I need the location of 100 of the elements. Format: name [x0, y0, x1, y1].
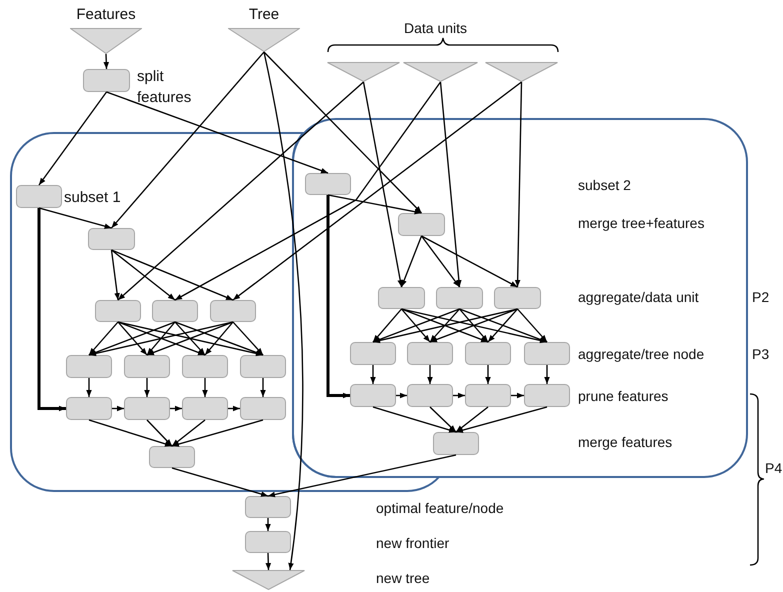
- annotation-label: subset 2: [578, 177, 631, 194]
- process-box: [83, 69, 130, 92]
- arrow: [174, 82, 442, 301]
- arrow: [265, 518, 271, 531]
- arrow: [485, 365, 491, 384]
- process-box: [465, 342, 511, 365]
- arrow: [103, 54, 110, 70]
- arrow: [170, 406, 182, 412]
- arrow: [372, 406, 456, 433]
- arrow: [488, 308, 518, 342]
- arrow: [146, 321, 234, 356]
- arrow: [459, 308, 488, 342]
- arrow: [420, 236, 460, 288]
- annotation-label: prune features: [578, 388, 668, 405]
- arrow: [396, 392, 407, 398]
- arrow: [260, 378, 266, 397]
- arrow: [430, 308, 460, 342]
- arrow: [172, 419, 264, 447]
- process-box: [124, 397, 170, 420]
- arrow: [421, 235, 518, 288]
- arrow: [362, 82, 403, 288]
- process-box: [245, 496, 291, 518]
- arrow: [172, 467, 268, 497]
- process-box: [433, 432, 479, 455]
- annotation-label: new frontier: [376, 535, 450, 552]
- arrow: [144, 378, 150, 397]
- arrow: [118, 82, 364, 300]
- annotation-label: aggregate/tree node: [578, 346, 704, 363]
- node-caption: subset 1: [64, 188, 122, 208]
- arrow: [110, 250, 120, 300]
- arrow: [372, 308, 460, 343]
- annotation-label: merge tree+features: [578, 215, 704, 232]
- process-box: [465, 384, 511, 407]
- process-box: [524, 342, 570, 365]
- arrow: [86, 378, 92, 397]
- arrow: [430, 406, 456, 432]
- arrow: [268, 454, 456, 498]
- arrow: [456, 406, 548, 433]
- arrow: [544, 365, 550, 384]
- arrow: [172, 419, 206, 447]
- process-box: [245, 531, 291, 553]
- arrow: [232, 81, 522, 301]
- arrow: [88, 321, 176, 356]
- annotation-label: optimal feature/node: [376, 500, 504, 517]
- arrow: [263, 52, 304, 570]
- arrow: [202, 378, 208, 397]
- arrow: [453, 392, 465, 398]
- arrow: [118, 322, 148, 356]
- arrow: [174, 322, 206, 356]
- node-heading: Tree: [248, 6, 280, 23]
- arrow: [146, 420, 172, 446]
- arrow: [146, 322, 176, 356]
- arrow: [400, 236, 422, 288]
- annotation-label: merge features: [578, 434, 672, 451]
- arrow: [459, 308, 548, 343]
- arrow: [514, 82, 522, 288]
- arrow: [264, 52, 422, 214]
- arrow: [112, 406, 124, 412]
- arrow: [440, 82, 462, 288]
- arrow: [427, 365, 433, 384]
- annotation-label: P2: [752, 289, 770, 306]
- process-box: [210, 300, 256, 322]
- process-box: [66, 355, 112, 378]
- arrow: [511, 392, 524, 398]
- process-box: [182, 397, 228, 420]
- process-box: [16, 185, 62, 208]
- arrow: [328, 194, 422, 214]
- process-box: [436, 287, 483, 309]
- arrow: [111, 52, 264, 228]
- process-box: [240, 355, 286, 378]
- annotation-label: P3: [752, 346, 770, 363]
- process-box: [407, 384, 453, 407]
- arrow: [401, 308, 488, 343]
- process-box: [182, 355, 228, 378]
- arrow: [266, 552, 272, 570]
- arrow: [326, 195, 350, 398]
- arrow: [174, 321, 264, 356]
- process-box: [407, 342, 453, 365]
- arrow: [204, 322, 234, 356]
- process-box: [524, 384, 570, 407]
- process-box: [152, 300, 198, 322]
- process-box: [149, 446, 195, 468]
- arrow: [430, 308, 518, 343]
- process-box: [88, 228, 135, 250]
- process-box: [124, 355, 170, 378]
- node-heading: Features: [75, 6, 137, 23]
- arrow: [111, 249, 176, 301]
- arrow: [232, 322, 264, 356]
- node-caption: split features: [137, 67, 192, 108]
- process-box: [240, 397, 286, 420]
- arrow: [118, 321, 264, 356]
- annotation-label: Data units: [404, 20, 468, 37]
- arrow: [38, 92, 108, 186]
- group-panel: [292, 118, 748, 478]
- annotation-label: aggregate/data unit: [578, 289, 699, 306]
- arrow: [401, 308, 430, 342]
- arrow: [517, 308, 548, 342]
- arrow: [118, 321, 206, 356]
- arrow: [401, 308, 548, 344]
- arrow: [38, 207, 112, 229]
